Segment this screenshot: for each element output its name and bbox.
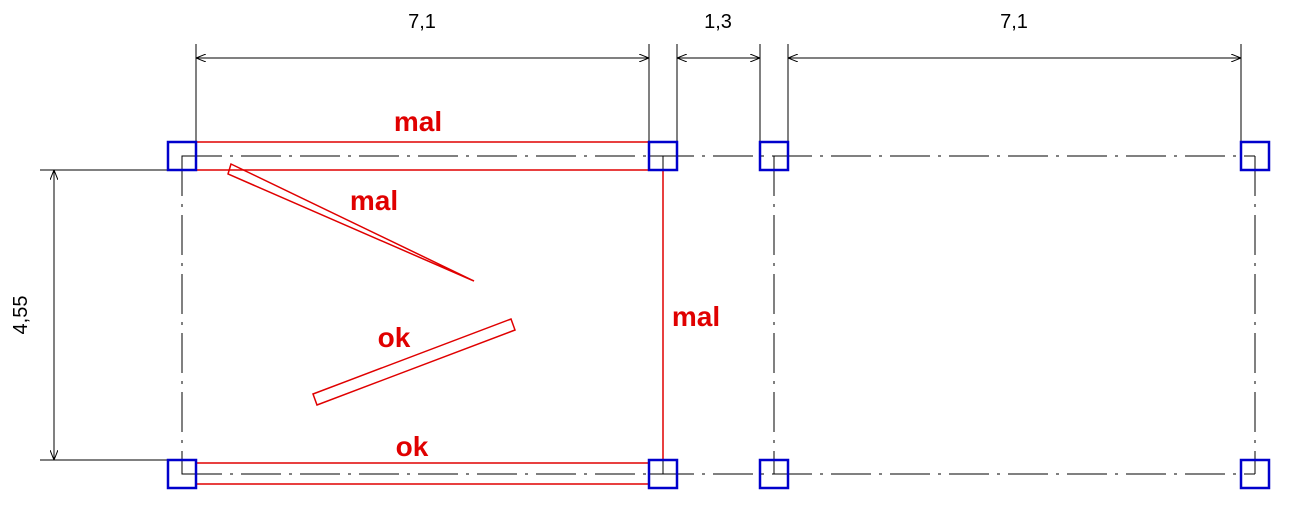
dimension-lines: [54, 58, 1241, 460]
column-a1: [166, 140, 198, 172]
label-top-beam: mal: [394, 106, 442, 137]
column-d2: [1239, 458, 1271, 490]
column-b1: [647, 140, 679, 172]
column-d1: [1239, 140, 1271, 172]
dim-label-left-span: 7,1: [408, 11, 436, 33]
label-vertical-beam: mal: [672, 301, 720, 332]
dim-label-right-span: 7,1: [1000, 11, 1028, 33]
label-diagonal-beam: mal: [350, 185, 398, 216]
beam-diagonal-mal: [227, 162, 475, 282]
beam-inclined-ok: [312, 318, 516, 406]
dim-label-middle-span: 1,3: [704, 11, 732, 33]
label-inclined-beam: ok: [378, 322, 411, 353]
columns: [166, 140, 1271, 490]
label-bottom-beam: ok: [396, 431, 429, 462]
column-cores: [181, 155, 664, 475]
dimension-extension-lines: [40, 44, 1242, 461]
column-a2: [166, 458, 198, 490]
dim-label-height: 4,55: [10, 296, 32, 335]
beams: [195, 141, 664, 485]
column-c1: [758, 140, 790, 172]
column-c2: [758, 458, 790, 490]
column-b2: [647, 458, 679, 490]
